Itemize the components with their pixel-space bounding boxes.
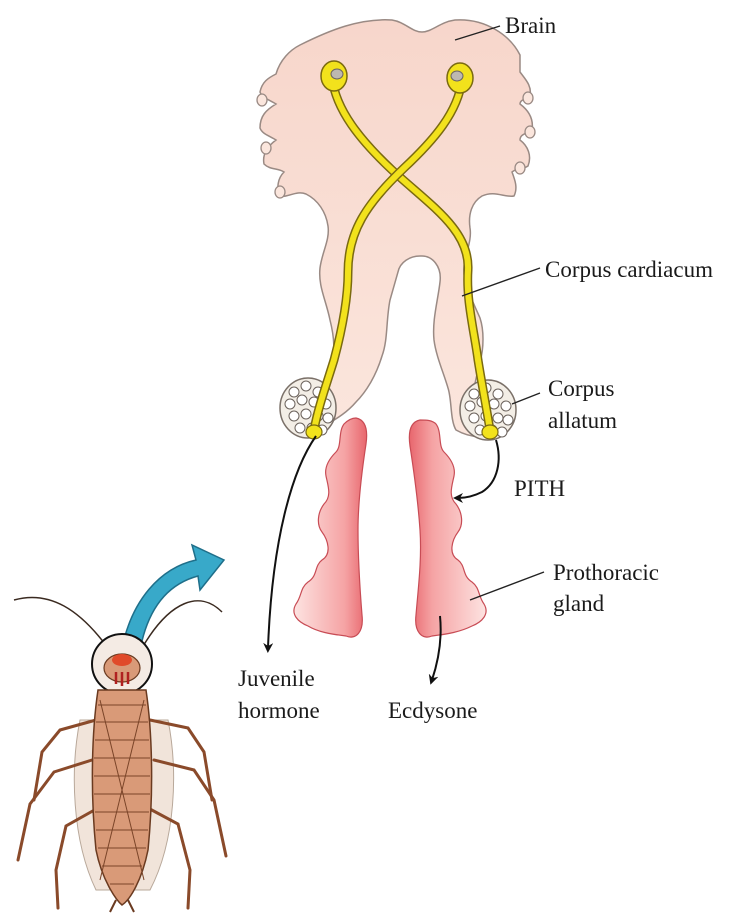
brain-nerve-stub [525,126,535,138]
brain-nerve-stub [515,162,525,174]
juvenile-hormone-label-line1: Juvenile [238,666,315,691]
brain-structure [257,20,535,437]
brain-nerve-stub [257,94,267,106]
brain-nerve-stub [523,92,533,104]
brain-label: Brain [505,13,557,38]
prothoracic-leader [470,572,544,600]
pith-arrow [458,440,499,498]
brain-nerve-stub [261,142,271,154]
corpus-allatum-label-line2: allatum [548,408,617,433]
brain-nerve-stub [275,186,285,198]
prothoracic-label-line1: Prothoracic [553,560,659,585]
corpus-cardiacum-label: Corpus cardiacum [545,257,713,282]
insect-illustration [14,597,226,912]
pith-label: PITH [514,476,565,501]
brain-outline [260,20,532,437]
juvenile-hormone-label-line2: hormone [238,698,320,723]
ecdysone-label: Ecdysone [388,698,477,723]
prothoracic-gland-right [409,420,486,637]
corpus-cardiacum-leader [462,268,540,296]
prothoracic-label-line2: gland [553,591,605,616]
corpus-allatum-label-line1: Corpus [548,376,615,401]
callout-arrow [122,545,224,650]
prothoracic-gland-left [294,418,367,637]
corpus-allatum-leader [512,393,540,404]
